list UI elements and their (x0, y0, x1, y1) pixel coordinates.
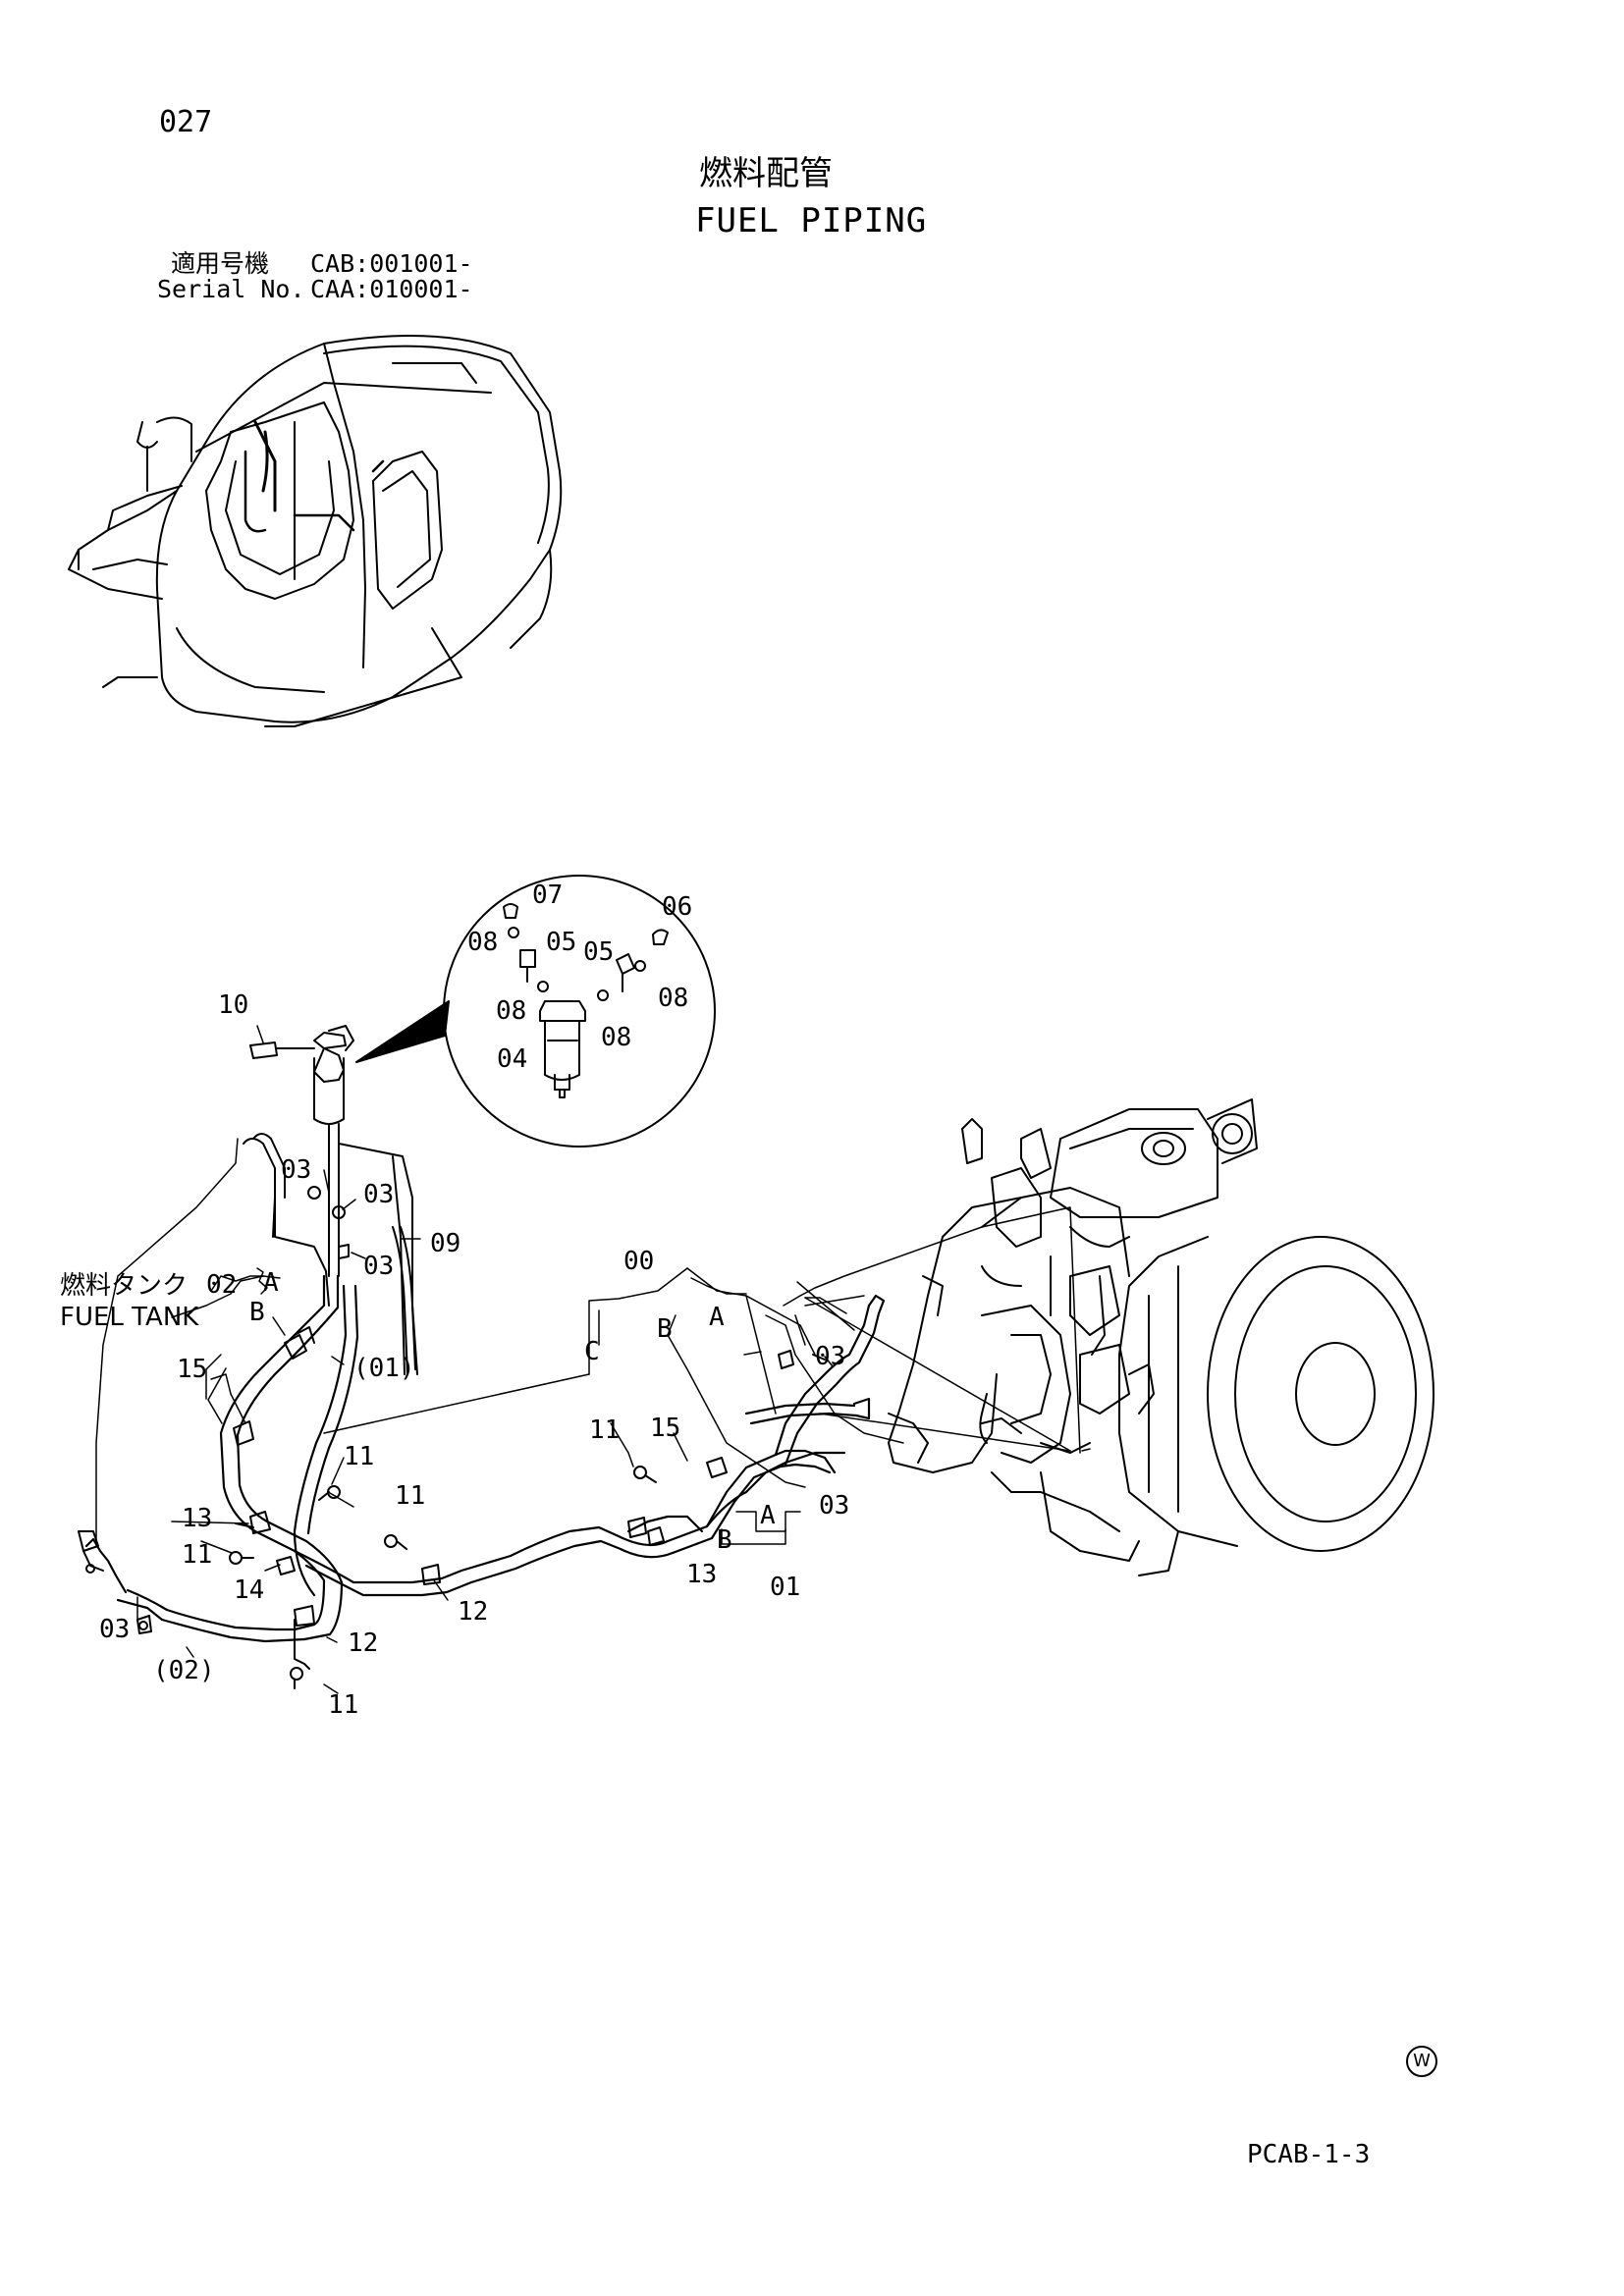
callout-10: 10 (218, 990, 248, 1020)
callout-B-3: B (717, 1525, 732, 1555)
page-code: PCAB-1-3 (1247, 2140, 1371, 2169)
callout-05-a: 05 (546, 928, 576, 957)
clamps-and-bolts (136, 1326, 826, 1689)
callout-08-b: 08 (496, 996, 526, 1026)
callout-A-2: A (709, 1303, 725, 1332)
engine-illustration (888, 1098, 1435, 1576)
callout-A-1: A (263, 1268, 279, 1298)
callout-11-e: 11 (589, 1415, 620, 1445)
applicable-models-value: CAB:001001- (310, 249, 473, 278)
callout-13-a: 13 (182, 1504, 212, 1533)
filter-detail-inset (355, 875, 716, 1148)
callout-11-b: 11 (395, 1481, 425, 1511)
callout-04: 04 (497, 1044, 527, 1074)
callout-11-d: 11 (328, 1690, 358, 1720)
applicable-models-label: 適用号機 (171, 249, 270, 278)
callout-06: 06 (662, 892, 692, 922)
callout-labels: 10 07 06 08 05 05 08 08 08 04 03 03 03 0… (60, 881, 849, 1720)
callout-03-b: 03 (363, 1180, 394, 1209)
callout-07: 07 (532, 881, 563, 910)
fuel-tank-label-en: FUEL TANK (60, 1303, 199, 1332)
fuel-tank-label-ja: 燃料タンク (60, 1271, 188, 1301)
callout-02: 02 (206, 1270, 237, 1300)
fuel-filter-assembly (249, 1025, 354, 1125)
callout-12-b: 12 (458, 1597, 488, 1627)
callout-02-paren: (02) (153, 1656, 215, 1685)
cab-overview-illustration (68, 335, 563, 727)
callout-01-paren: (01) (353, 1354, 415, 1383)
fuel-hoses (84, 1274, 886, 1643)
serial-number-label: Serial No. (157, 275, 305, 303)
callout-C: C (584, 1337, 600, 1366)
callout-03-a: 03 (281, 1155, 311, 1185)
callout-14: 14 (234, 1575, 264, 1605)
callout-15-b: 15 (650, 1414, 680, 1443)
callout-15-a: 15 (177, 1355, 207, 1384)
callout-08-d: 08 (601, 1023, 631, 1052)
callout-03-f: 03 (819, 1491, 849, 1521)
callout-B-2: B (657, 1314, 673, 1344)
callout-08-c: 08 (658, 984, 688, 1013)
callout-03-d: 03 (99, 1615, 130, 1644)
leader-lines (95, 1025, 1091, 1694)
callout-08-a: 08 (467, 928, 498, 957)
callout-11-a: 11 (344, 1442, 374, 1471)
callout-03-c: 03 (363, 1252, 394, 1281)
page-title-english: FUEL PIPING (695, 201, 928, 240)
grouping-brackets (205, 1267, 786, 1545)
callout-11-c: 11 (182, 1540, 212, 1570)
callout-05-b: 05 (583, 937, 614, 967)
callout-A-3: A (760, 1501, 776, 1530)
callout-01: 01 (770, 1573, 800, 1602)
page-title-japanese: 燃料配管 (699, 154, 833, 193)
w-circle-mark: W (1406, 2046, 1437, 2077)
fuel-tank-pipe (243, 1133, 330, 1307)
callout-13-b: 13 (686, 1560, 717, 1589)
callout-03-e: 03 (815, 1342, 845, 1371)
callout-B-1: B (249, 1298, 265, 1327)
fuel-tank-fitting (78, 1530, 104, 1574)
callout-00: 00 (623, 1247, 654, 1276)
page-number: 027 (159, 105, 213, 139)
callout-09: 09 (430, 1229, 460, 1258)
callout-12-a: 12 (348, 1629, 378, 1658)
serial-number-value: CAA:010001- (310, 275, 473, 303)
